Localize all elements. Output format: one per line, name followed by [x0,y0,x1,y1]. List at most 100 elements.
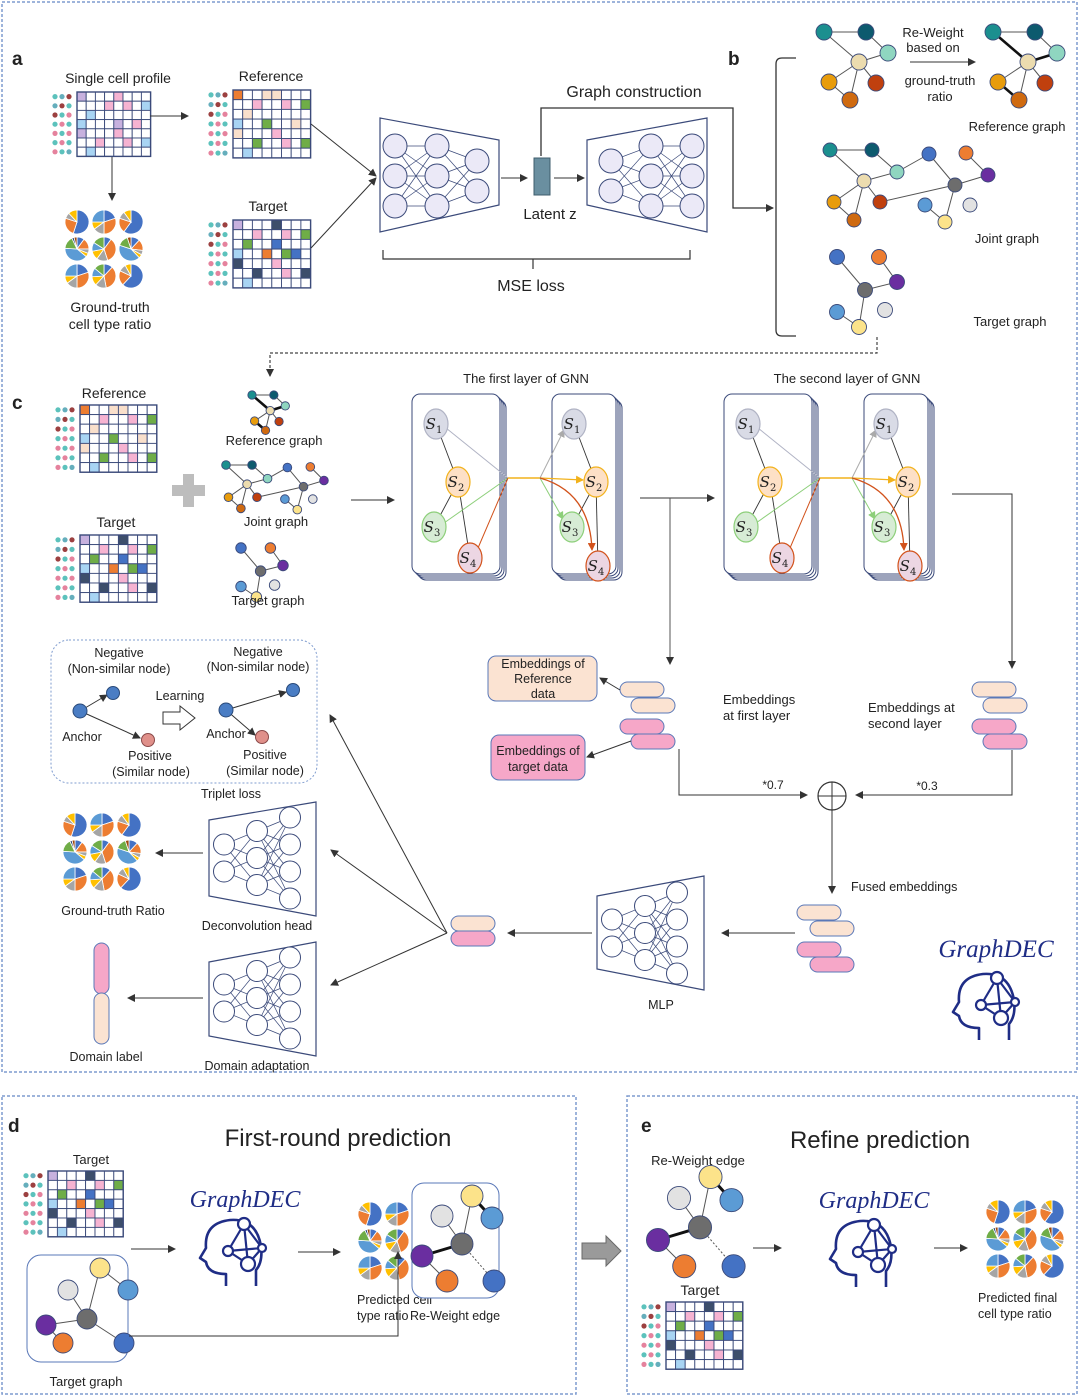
graph-node [235,580,247,593]
nn-neuron [601,908,623,931]
cell-icon [55,566,61,572]
graph-node [460,1184,484,1208]
cell-icon [55,416,61,422]
logo-node [851,1245,865,1259]
pie-chart [118,236,144,262]
graph-node [292,504,303,515]
emb-second-label-1: Embeddings at [868,700,955,715]
logo-node [221,1244,235,1258]
matrix-cell [108,544,119,555]
logo-node [866,1217,882,1233]
matrix-border [47,1170,124,1238]
matrix-cell [675,1311,686,1322]
cell-icon [30,1191,36,1198]
cell-icon [69,575,75,581]
matrix-cell [79,423,91,435]
pie-slice [1047,1226,1053,1240]
graph-node [430,1204,454,1228]
cell-icon [208,140,214,146]
reweight-graph-d [410,1184,506,1293]
target-label-e: Target [681,1282,720,1298]
matrix-cell [290,118,302,130]
latent-z-block [533,157,551,196]
cell-icon [208,280,214,286]
nn-neuron [246,820,268,842]
gnn-node-s4 [457,542,483,574]
graph-node [1019,53,1037,71]
matrix-cell [703,1339,715,1351]
matrix-cell [79,452,91,464]
matrix-cell [98,563,110,574]
embedding-bar [809,920,855,937]
matrix-cell [56,1189,68,1200]
matrix-cell [47,1189,58,1200]
gnn-msg-edge [851,477,908,551]
cell-icon [59,130,65,136]
target-matrix-d [23,1170,124,1238]
reweight-label-d: Re-Weight edge [410,1309,500,1323]
nn-connection [644,892,678,961]
cell-icon [55,464,61,470]
matrix-cell [251,258,263,269]
matrix-cell [290,138,302,149]
matrix-cell [127,452,139,464]
cell-icon [648,1333,654,1339]
graph-node [35,1314,57,1336]
embedding-bar [450,915,496,932]
matrix-cell [251,108,263,120]
matrix-cell [665,1349,677,1361]
matrix-cell [94,1217,105,1228]
nn-neuron [666,935,688,958]
matrix-cell [723,1339,734,1351]
negative-node-2 [286,683,300,697]
graph-node [264,542,277,554]
head-outline [198,1218,263,1286]
matrix-cell [113,1189,124,1200]
matrix-cell [94,1179,105,1191]
matrix-cell [89,414,100,425]
gnn-msg-edge [539,477,564,520]
pie-chart [91,209,117,235]
matrix-cell [703,1349,715,1361]
cell-icon [23,1229,29,1235]
nn-neuron [213,833,235,856]
pie-slice [66,812,76,827]
cell-icon [208,251,214,257]
panel-d-letter: d [8,1116,20,1137]
embedding-bar [630,697,676,714]
nn-connection [256,957,291,1026]
cell-icon [59,140,65,146]
matrix-cell [261,219,273,231]
matrix-cell [300,248,312,260]
gnn-layer2-title: The second layer of GNN [774,371,921,386]
graph-node [262,473,273,484]
cell-icon [59,121,65,127]
graph-node [280,401,290,411]
matrix-cell [85,1198,96,1210]
graph-node [410,1244,434,1268]
matrix-border [665,1301,744,1370]
matrix-cell [98,462,110,473]
matrix-cell [290,89,302,101]
matrix-cell [76,109,87,121]
pie-chart [384,1228,410,1254]
matrix-cell [79,553,91,565]
matrix-cell [94,1198,105,1210]
pie-slice [64,263,78,277]
pie-slice [985,1237,1008,1252]
arrow-second-to-sum [855,750,1013,799]
graph-node [958,145,974,161]
graph-node [308,494,318,504]
weight-second: *0.3 [916,779,938,793]
matrix-cell [47,1170,58,1181]
matrix-cell [290,238,302,250]
reference-graph-c [247,390,290,435]
cell-icon [55,594,61,601]
logo-node [974,998,988,1012]
matrix-cell [131,146,142,157]
matrix-cell [281,219,292,231]
emb-tgt-label-1: Embeddings of [496,744,580,758]
cell-icon [222,251,228,257]
cell-icon [222,101,228,108]
pie-chart [985,1253,1011,1279]
